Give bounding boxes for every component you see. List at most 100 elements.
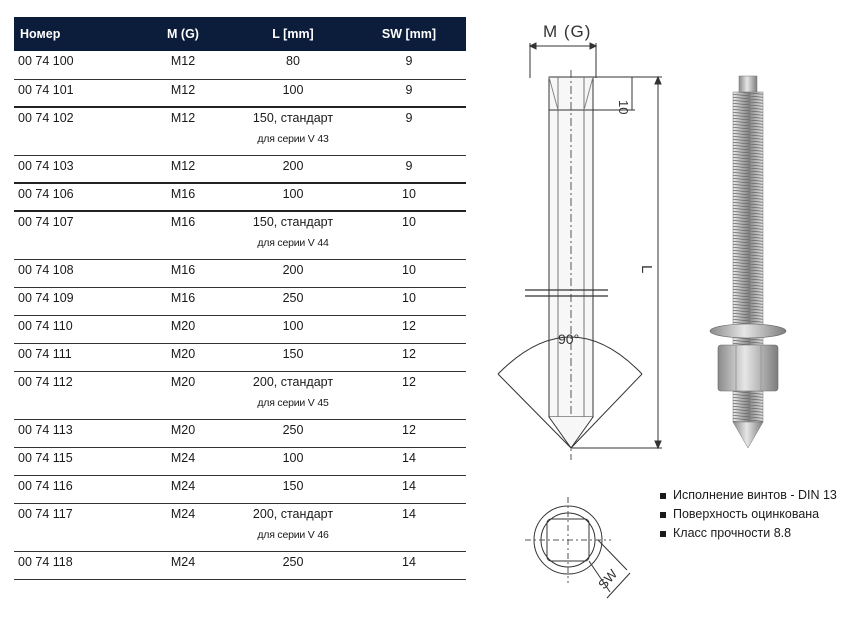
cell-sw: 12 (402, 346, 416, 361)
feature-item: Исполнение винтов - DIN 13 (660, 486, 837, 505)
table-row: 00 74 113 M20 250 12 (14, 419, 466, 447)
cell-length: 200 (234, 155, 352, 183)
cell-length: 200, стандарт для серии V 45 (234, 371, 352, 419)
length-value: 150, стандарт (252, 215, 334, 229)
cell-thread: M24 (170, 450, 196, 465)
cell-length: 100 (234, 447, 352, 475)
cell-length: 250 (234, 287, 352, 315)
cell-length: 100 (234, 79, 352, 107)
cell-sw: 9 (405, 111, 413, 125)
dim-ext-line (597, 539, 628, 571)
end-view-square (546, 518, 590, 562)
cell-length: 200 (234, 259, 352, 287)
cell-sw: 14 (402, 554, 416, 569)
dim-label-thread: M (G) (543, 22, 591, 41)
dim-label-angle: 90° (558, 331, 579, 347)
length-value: 100 (282, 187, 304, 201)
cell-number: 00 74 108 (18, 262, 74, 277)
cell-number: 00 74 117 (18, 506, 73, 521)
cell-thread: M20 (170, 422, 196, 437)
dim-ext-line (588, 560, 611, 593)
cell-length: 80 (234, 51, 352, 79)
cell-thread: M20 (170, 318, 196, 333)
cell-thread: M24 (170, 506, 196, 521)
cell-number: 00 74 109 (18, 290, 74, 305)
angle-arc (497, 336, 643, 375)
feature-item: Класс прочности 8.8 (660, 524, 837, 543)
head-bevel (548, 76, 559, 111)
header-thread: M (G) (132, 17, 234, 51)
head-bevel (583, 76, 594, 111)
length-value: 150, стандарт (252, 111, 334, 125)
cell-sw: 14 (402, 506, 416, 521)
length-value: 250 (282, 554, 304, 569)
washer (709, 323, 787, 339)
dim-label-head: 10 (616, 100, 631, 114)
length-value: 250 (282, 422, 304, 437)
table-row: 00 74 106 M16 100 10 (14, 183, 466, 211)
cell-sw: 14 (402, 450, 416, 465)
dim-line-sw (606, 572, 631, 599)
dim-label-sw: SW (595, 566, 621, 592)
cell-number: 00 74 106 (18, 187, 74, 201)
cell-number: 00 74 103 (18, 158, 74, 173)
length-note: для серии V 45 (257, 396, 329, 409)
cell-number: 00 74 113 (18, 422, 73, 437)
rod-square-end (738, 75, 758, 95)
rod-cone-tip (732, 421, 764, 449)
length-value: 100 (282, 450, 304, 465)
cell-thread: M16 (170, 215, 196, 229)
table-row: 00 74 112 M20 200, стандарт для серии V 45 1… (14, 371, 466, 419)
cell-number: 00 74 116 (18, 478, 73, 493)
length-value: 150 (282, 478, 304, 493)
arrowheads (654, 75, 662, 450)
square-bullet-icon (660, 530, 666, 537)
header-sw: SW [mm] (352, 17, 466, 51)
cell-number: 00 74 102 (18, 111, 74, 125)
cell-thread: M12 (170, 158, 196, 173)
length-value: 150 (282, 346, 304, 361)
cell-sw: 12 (402, 374, 416, 389)
cell-length: 250 (234, 419, 352, 447)
product-photo (709, 75, 787, 449)
cell-length: 150 (234, 475, 352, 503)
cell-length: 150 (234, 343, 352, 371)
cell-length: 150, стандарт для серии V 43 (234, 107, 352, 155)
cell-number: 00 74 112 (18, 374, 73, 389)
cell-thread: M20 (170, 346, 196, 361)
cell-thread: M20 (170, 374, 196, 389)
cell-sw: 10 (402, 187, 416, 201)
feature-text: Класс прочности 8.8 (673, 526, 792, 540)
cell-number: 00 74 110 (18, 318, 73, 333)
table-header-row: Номер M (G) L [mm] SW [mm] (14, 17, 466, 51)
dim-label-length: L (638, 265, 655, 273)
angle-leg (570, 373, 643, 449)
cell-length: 100 (234, 315, 352, 343)
table-row: 00 74 111 M20 150 12 (14, 343, 466, 371)
cell-number: 00 74 118 (18, 554, 73, 569)
feature-text: Исполнение винтов - DIN 13 (673, 488, 837, 502)
length-value: 200, стандарт (252, 374, 334, 389)
cell-sw: 12 (402, 422, 416, 437)
cell-number: 00 74 111 (18, 346, 72, 361)
length-value: 200 (282, 262, 304, 277)
length-note: для серии V 43 (257, 133, 329, 145)
header-number: Номер (14, 17, 132, 51)
length-value: 200 (282, 158, 304, 173)
feature-item: Поверхность оцинкована (660, 505, 837, 524)
cell-thread: M16 (170, 187, 196, 201)
technical-drawing: M (G) 10 L 90° SW (497, 22, 787, 599)
cell-number: 00 74 107 (18, 215, 74, 229)
cell-sw: 10 (402, 262, 416, 277)
